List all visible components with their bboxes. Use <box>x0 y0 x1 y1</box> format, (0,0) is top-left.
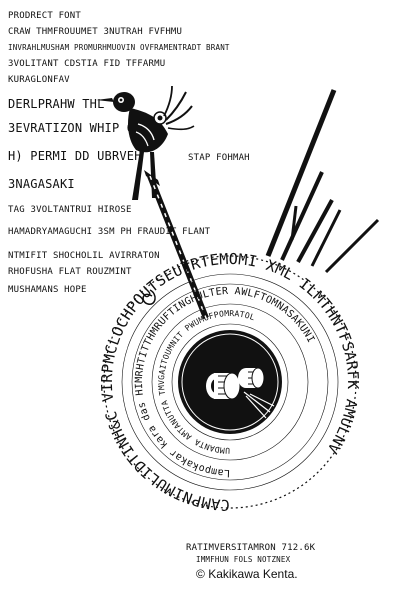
text-line: CRAW THMFROUUMET 3NUTRAH FVFHMU <box>8 27 182 37</box>
text-line: PRODRECT FONT <box>8 11 81 21</box>
bird-illustration <box>96 85 195 200</box>
copyright-icon: © <box>196 567 205 581</box>
text-line: DERLPRAHW THL <box>8 97 105 111</box>
side-label: STAP FOHMAH <box>188 153 250 163</box>
needle-lines <box>243 391 275 419</box>
text-line: H) PERMI DD UBRVEH <box>8 149 142 163</box>
artist-credit: Kakikawa Kenta. <box>208 567 298 581</box>
credit-line: © Kakikawa Kenta. <box>196 567 396 581</box>
center-disc <box>178 330 282 434</box>
text-line: HAMADRYAMAGUCHI 3SM PH FRAUDIT FLANT <box>8 227 211 237</box>
bottom-right-text-block: RATIMVERSITAMRON 712.6K IMMFHUN FOLS NOT… <box>186 543 316 564</box>
swirl-ornament <box>142 289 156 305</box>
spool-icon <box>206 372 241 400</box>
text-line: RATIMVERSITAMRON 712.6K <box>186 543 316 553</box>
text-line: NTMIFIT SHOCHOLIL AVIRRATON <box>8 251 160 261</box>
lower-left-text-block: NTMIFIT SHOCHOLIL AVIRRATON RHOFUSHA FLA… <box>8 251 160 295</box>
top-left-text-block: PRODRECT FONT CRAW THMFROUUMET 3NUTRAH F… <box>8 11 230 237</box>
text-line: IMMFHUN FOLS NOTZNEX <box>196 555 291 564</box>
text-line: MUSHAMANS HOPE <box>8 285 87 295</box>
spiral-fill-texture <box>121 273 339 491</box>
text-line: RHOFUSHA FLAT ROUZMINT <box>8 267 132 277</box>
pole <box>147 174 209 320</box>
spool-icon <box>238 367 265 389</box>
rising-bars <box>265 89 380 274</box>
text-line: TAG 3VOLTANTRUI HIROSE <box>8 205 132 215</box>
text-line: KURAGLONFAV <box>8 75 70 85</box>
text-line: INVRAHLMUSHAM PROMURHMUOVIN OVFRAMENTRAD… <box>8 43 230 52</box>
text-line: 3VOLITANT CDSTIA FID TFFARMU <box>8 59 165 69</box>
text-line: 3EVRATIZON WHIP OUT <box>8 121 149 135</box>
text-line: 3NAGASAKI <box>8 177 75 191</box>
